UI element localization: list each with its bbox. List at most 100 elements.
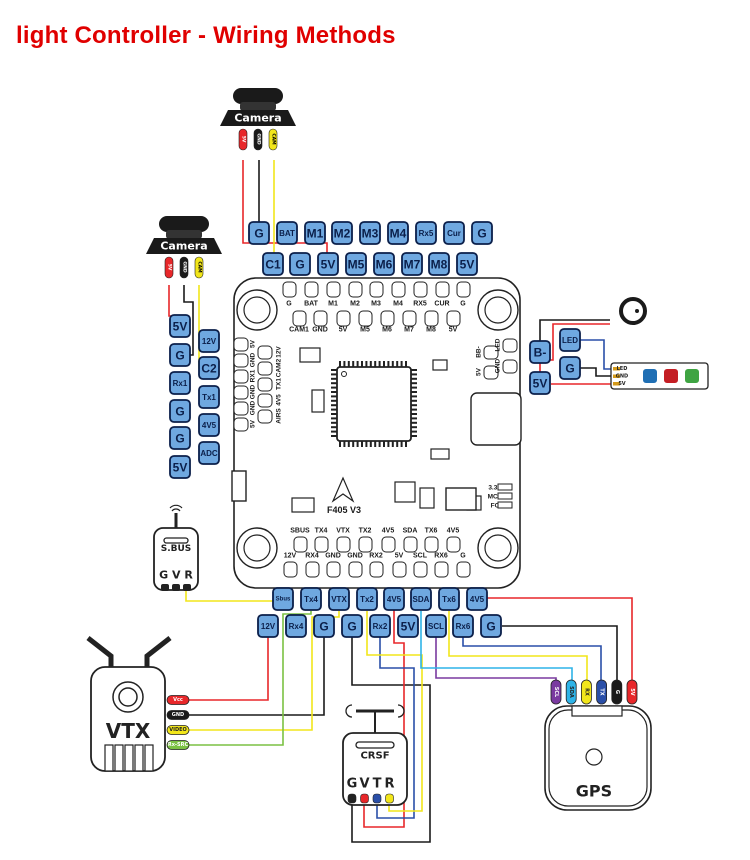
pad-top-4: M3: [359, 221, 381, 245]
pad-shape: [262, 252, 284, 276]
pad-bottom2-0: 12V: [257, 614, 279, 638]
smd-component: [394, 481, 416, 503]
pad-label: Rx4: [289, 622, 304, 631]
pad-label: G: [477, 227, 486, 241]
pad-shape: [456, 252, 478, 276]
board-pad: [314, 536, 329, 553]
camera-wire-plug: [179, 256, 189, 279]
mounting-hole-inner: [243, 534, 271, 562]
sbus-pin: [161, 584, 169, 591]
board-pad: [358, 536, 373, 553]
pad-top-0: G: [248, 221, 270, 245]
silk-label: RX6: [434, 553, 448, 560]
pad-shape: [276, 221, 298, 245]
pad-shape: [428, 252, 450, 276]
camera-wire-label: CAM: [197, 261, 203, 273]
sbus-pins: G V R: [159, 569, 193, 582]
gps-wire-plug: 5V: [626, 679, 638, 705]
silk-label: TX6: [425, 528, 438, 535]
gps-module: GPS: [544, 705, 652, 811]
pad-label: B-: [534, 346, 547, 360]
mounting-hole-inner: [243, 296, 271, 324]
pad-shape: [529, 371, 551, 395]
wire-camera-left-cam: [198, 285, 208, 369]
led-strip-label: LED: [617, 366, 628, 372]
gps-wire-plug: G: [611, 679, 623, 705]
smd-component: [432, 359, 448, 371]
pad-bottom-3: Tx2: [356, 587, 378, 611]
pad-shape: [369, 614, 391, 638]
wire-vtx-rxsrc: [187, 611, 312, 746]
pad-label: M6: [376, 258, 393, 272]
pad-shape: [257, 614, 279, 638]
mounting-hole-inner: [484, 534, 512, 562]
sbus-label: S.BUS: [161, 544, 192, 554]
pad-bottom2-1: Rx4: [285, 614, 307, 638]
pad-left-1: G: [169, 343, 191, 367]
pad-shape: [559, 328, 581, 352]
pad-shape: [317, 252, 339, 276]
pad-shape: [443, 221, 465, 245]
gps-wire-plug: SDA: [565, 679, 577, 705]
silk-label: TX2: [359, 528, 372, 535]
wire-vtx-video: [187, 611, 340, 731]
pad-label: ADC: [200, 449, 218, 458]
pad-label: 5V: [533, 377, 548, 391]
pad-label: G: [295, 258, 304, 272]
plug-label: GND: [172, 712, 184, 718]
wires: [168, 160, 633, 843]
plug-label: Vcc: [173, 697, 183, 703]
pad-label: G: [175, 349, 184, 363]
pad-shape: [198, 356, 220, 380]
pad-shape: [331, 221, 353, 245]
pad-label: C2: [201, 362, 217, 376]
board-pad: [313, 310, 328, 327]
pad-top2-4: M6: [373, 252, 395, 276]
led-strip-pad: [613, 367, 620, 371]
pad-label: BAT: [279, 229, 295, 238]
pad-right-bminus: B-: [529, 340, 551, 364]
led-strip-pad: [613, 374, 620, 378]
vtx-label: VTX: [106, 719, 151, 743]
wire-crsf-rx: [366, 611, 423, 812]
silk-label: G: [460, 553, 466, 560]
board-pad: [326, 281, 341, 298]
silk-label: RX2: [369, 553, 383, 560]
pad-right-5v: 5V: [529, 371, 551, 395]
pad-label: C1: [265, 258, 281, 272]
pad-label: Tx4: [304, 595, 318, 604]
pad-label: M5: [348, 258, 365, 272]
board-pad: [446, 310, 461, 327]
board-pad: [282, 281, 297, 298]
led-strip-body: [610, 362, 709, 390]
pad-label: 5V: [321, 258, 336, 272]
pad-top2-2: 5V: [317, 252, 339, 276]
plug-body: [166, 710, 190, 720]
pad-label: M3: [362, 227, 379, 241]
pad-top2-3: M5: [345, 252, 367, 276]
pad-label: M1: [307, 227, 324, 241]
board-pad: [380, 310, 395, 327]
pad-shape: [198, 329, 220, 353]
pad-label: 5V: [173, 320, 188, 334]
silk-label: 5V: [476, 367, 483, 376]
wire-gps-tx: [462, 637, 602, 684]
pad-label: G: [486, 620, 495, 634]
camera-wire-label: GND: [182, 261, 188, 272]
led-icon: [685, 369, 699, 383]
board-pad: [424, 310, 439, 327]
pad-shape: [169, 455, 191, 479]
board-pad: [456, 561, 471, 578]
pad-right-led: LED: [559, 328, 581, 352]
mcu-pin1-mark: [341, 371, 347, 377]
camera-wire-label: 5V: [241, 136, 247, 143]
silk-label: M5: [360, 327, 370, 334]
wire-gps-gnd: [502, 625, 618, 684]
pad-label: G: [175, 405, 184, 419]
silk-label: M2: [350, 301, 360, 308]
silk-label: BAT: [304, 301, 319, 308]
plug-body: [166, 695, 190, 705]
gps-connector: [571, 705, 623, 717]
